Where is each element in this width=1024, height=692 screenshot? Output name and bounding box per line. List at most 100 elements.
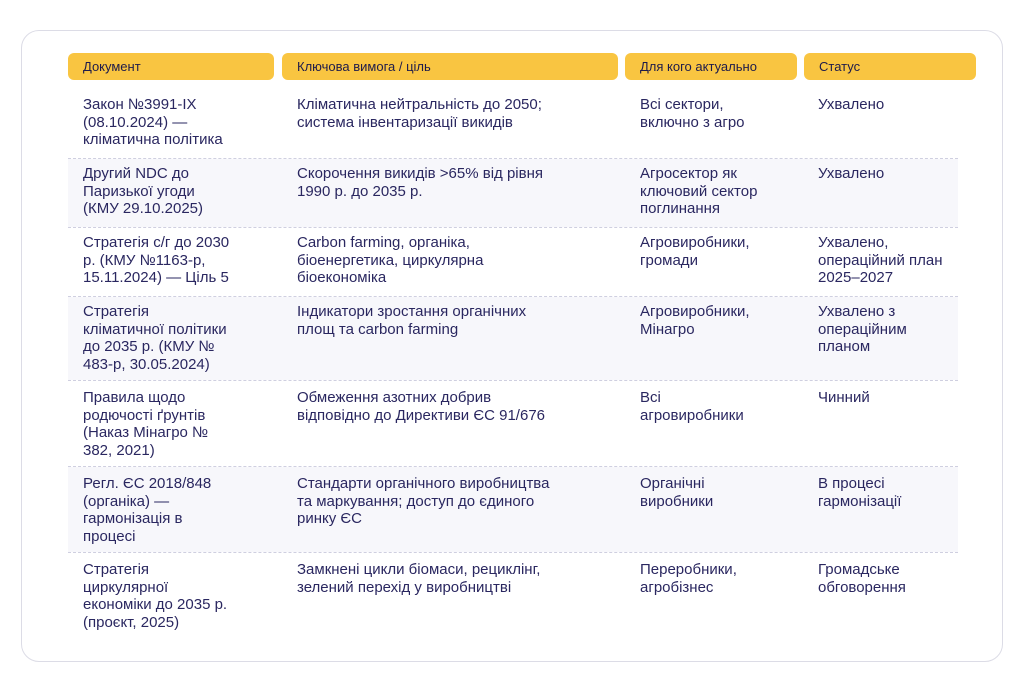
cell-line: В процесі [818, 475, 885, 492]
cell-line: (органіка) — [83, 492, 170, 510]
cell-line: Мінагро [640, 320, 695, 338]
header-audience: Для кого актуально [625, 53, 797, 80]
cell-line: відповідно до Директиви ЄС 91/676 [297, 406, 546, 424]
cell-line: Індикатори зростання органічних [297, 303, 527, 320]
cell-line: Кліматична нейтральність до 2050; [297, 96, 542, 113]
cell-line: 1990 р. до 2035 р. [297, 182, 423, 200]
cell-line: громади [640, 251, 698, 269]
cell-line: гармонізації [818, 492, 902, 510]
cell-line: Другий NDC до [83, 165, 189, 182]
cell-requirement: Carbon farming, органіка,біоенергетика, … [297, 234, 483, 287]
row-divider [68, 296, 958, 297]
cell-line: родючості ґрунтів [83, 406, 206, 424]
cell-line: Паризької угоди [83, 182, 195, 200]
cell-line: виробники [640, 492, 714, 510]
cell-line: р. (КМУ №1163-р, [83, 251, 206, 269]
header-status: Статус [804, 53, 976, 80]
cell-line: (08.10.2024) — [83, 113, 188, 131]
cell-line: Стандарти органічного виробництва [297, 475, 550, 492]
cell-line: операційний план [818, 251, 943, 269]
cell-line: Агровиробники, [640, 303, 750, 320]
cell-line: агровиробники [640, 406, 744, 424]
row-shade [68, 297, 958, 380]
cell-line: Ухвалено з [818, 303, 896, 320]
cell-line: Скорочення викидів >65% від рівня [297, 165, 544, 182]
cell-line: до 2035 р. (КМУ № [83, 338, 215, 355]
cell-line: процесі [83, 527, 136, 545]
cell-line: 15.11.2024) — Ціль 5 [83, 269, 229, 286]
row-divider [68, 158, 958, 159]
cell-audience: Агровиробники,громади [640, 234, 750, 269]
cell-line: Органічні [640, 475, 705, 492]
cell-audience: Переробники,агробізнес [640, 561, 737, 596]
cell-line: Ухвалено, [818, 234, 889, 251]
cell-line: включно з агро [640, 113, 745, 131]
cell-line: (КМУ 29.10.2025) [83, 200, 203, 217]
cell-line: Ухвалено [818, 165, 885, 182]
cell-requirement: Замкнені цикли біомаси, рециклінг,зелени… [297, 561, 540, 596]
cell-line: Всі сектори, [640, 96, 724, 113]
cell-status: Ухвалено [818, 96, 884, 114]
cell-line: Carbon farming, органіка, [297, 234, 470, 251]
cell-line: Агросектор як [640, 165, 737, 182]
cell-document: Закон №3991-IX(08.10.2024) —кліматична п… [83, 96, 223, 149]
cell-document: Регл. ЄС 2018/848(органіка) —гармонізаці… [83, 475, 211, 545]
cell-line: Переробники, [640, 561, 737, 578]
cell-line: обговорення [818, 578, 906, 596]
cell-line: Обмеження азотних добрив [297, 389, 492, 406]
cell-line: 2025–2027 [818, 269, 894, 286]
row-divider [68, 552, 958, 553]
row-divider [68, 380, 958, 381]
cell-line: Замкнені цикли біомаси, рециклінг, [297, 561, 541, 578]
cell-line: кліматичної політики [83, 320, 227, 338]
cell-line: біоенергетика, циркулярна [297, 251, 484, 269]
cell-line: кліматична політика [83, 131, 223, 148]
cell-requirement: Кліматична нейтральність до 2050;система… [297, 96, 542, 131]
cell-status: Ухвалено [818, 165, 884, 183]
cell-line: (проєкт, 2025) [83, 613, 180, 631]
cell-line: Стратегія [83, 561, 150, 578]
row-shade [68, 467, 958, 552]
cell-line: ключовий сектор [640, 182, 758, 200]
cell-audience: Агровиробники,Мінагро [640, 303, 750, 338]
cell-line: Чинний [818, 389, 870, 406]
cell-line: Стратегія с/г до 2030 [83, 234, 230, 251]
cell-line: гармонізація в [83, 510, 183, 527]
row-shade [68, 159, 958, 227]
cell-line: планом [818, 338, 871, 355]
cell-line: зелений перехід у виробництві [297, 578, 512, 596]
cell-line: циркулярної [83, 578, 169, 596]
row-divider [68, 227, 958, 228]
cell-line: агробізнес [640, 578, 714, 596]
cell-line: Ухвалено [818, 96, 885, 113]
cell-line: операційним [818, 320, 907, 338]
cell-line: Громадське [818, 561, 900, 578]
cell-line: Правила щодо [83, 389, 186, 406]
cell-line: біоекономіка [297, 269, 387, 286]
cell-line: (Наказ Мінагро № [83, 424, 209, 441]
cell-line: 382, 2021) [83, 441, 155, 459]
cell-line: Всі [640, 389, 661, 406]
cell-audience: Всі сектори,включно з агро [640, 96, 745, 131]
cell-line: система інвентаризації викидів [297, 113, 513, 131]
header-requirement: Ключова вимога / ціль [282, 53, 618, 80]
cell-line: Агровиробники, [640, 234, 750, 251]
cell-line: площ та carbon farming [297, 320, 459, 338]
header-document: Документ [68, 53, 274, 80]
cell-line: Стратегія [83, 303, 150, 320]
